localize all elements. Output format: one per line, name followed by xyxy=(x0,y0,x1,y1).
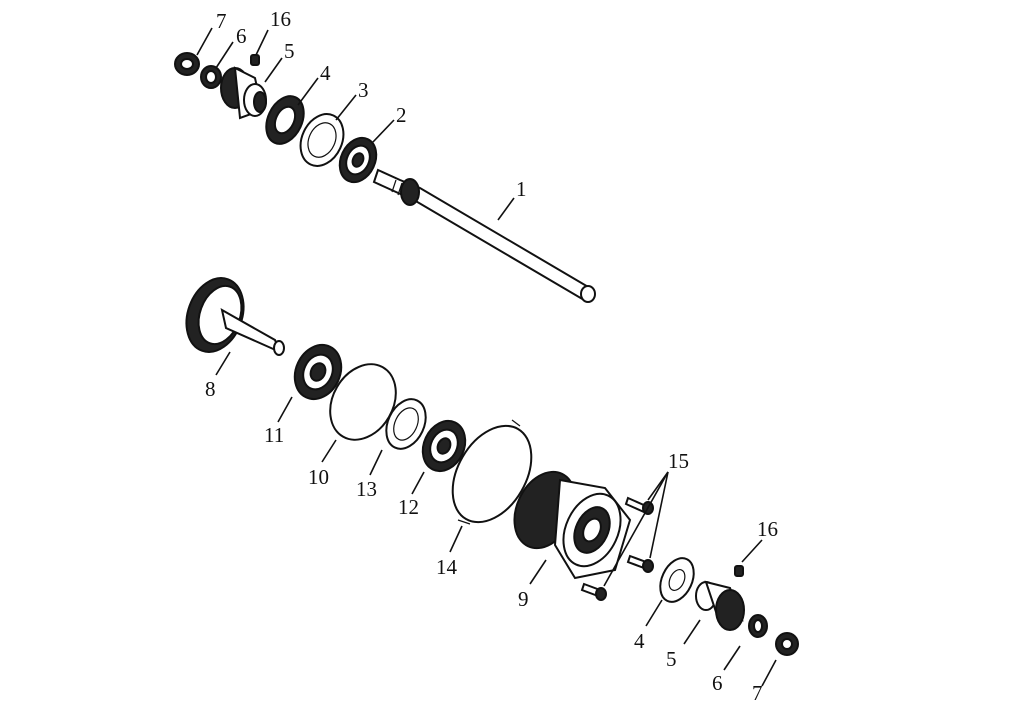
label-15: 15 xyxy=(668,449,689,473)
label-9: 9 xyxy=(518,587,529,611)
part-3-top-ring xyxy=(299,113,345,167)
label-10: 10 xyxy=(308,465,329,489)
part-11-bearing xyxy=(293,343,343,401)
label-14: 14 xyxy=(436,555,458,579)
label-12: 12 xyxy=(398,495,419,519)
label-5-top: 5 xyxy=(284,39,295,63)
label-8: 8 xyxy=(205,377,216,401)
part-5-bottom-coupler xyxy=(695,580,745,631)
part-labels: 7 6 16 5 4 3 2 1 8 11 10 13 12 14 9 15 1… xyxy=(205,7,778,705)
part-15-bolts xyxy=(580,496,654,601)
leader-lines xyxy=(196,27,777,687)
part-12-bearing xyxy=(421,419,467,473)
label-6-top: 6 xyxy=(236,24,247,48)
part-4-bottom-seal xyxy=(659,557,695,603)
part-16-top-pin xyxy=(250,54,260,66)
label-11: 11 xyxy=(264,423,284,447)
label-7-top: 7 xyxy=(216,9,227,33)
part-1-shaft xyxy=(372,168,596,303)
part-2-top-bearing xyxy=(338,136,378,184)
part-6-bottom-washer xyxy=(748,614,768,638)
label-13: 13 xyxy=(356,477,377,501)
label-7-bottom: 7 xyxy=(752,681,763,705)
part-16-bottom-pin xyxy=(734,565,744,577)
label-16-top: 16 xyxy=(270,7,291,31)
part-7-top-nut xyxy=(174,52,200,76)
part-6-top-washer xyxy=(200,65,222,89)
part-9-housing xyxy=(513,470,632,580)
part-5-top-coupler xyxy=(220,66,267,120)
part-7-bottom-nut xyxy=(775,632,799,656)
label-5-bottom: 5 xyxy=(666,647,677,671)
label-2: 2 xyxy=(396,103,407,127)
part-13-ring xyxy=(385,398,427,450)
part-14-gasket xyxy=(451,419,533,525)
label-4-top: 4 xyxy=(320,61,331,85)
label-1: 1 xyxy=(516,177,527,201)
part-4-top-seal xyxy=(265,95,305,145)
part-8-gear-shaft xyxy=(185,277,285,356)
label-3: 3 xyxy=(358,78,369,102)
label-16-bottom: 16 xyxy=(757,517,778,541)
label-6-bottom: 6 xyxy=(712,671,723,695)
label-4-bottom: 4 xyxy=(634,629,645,653)
